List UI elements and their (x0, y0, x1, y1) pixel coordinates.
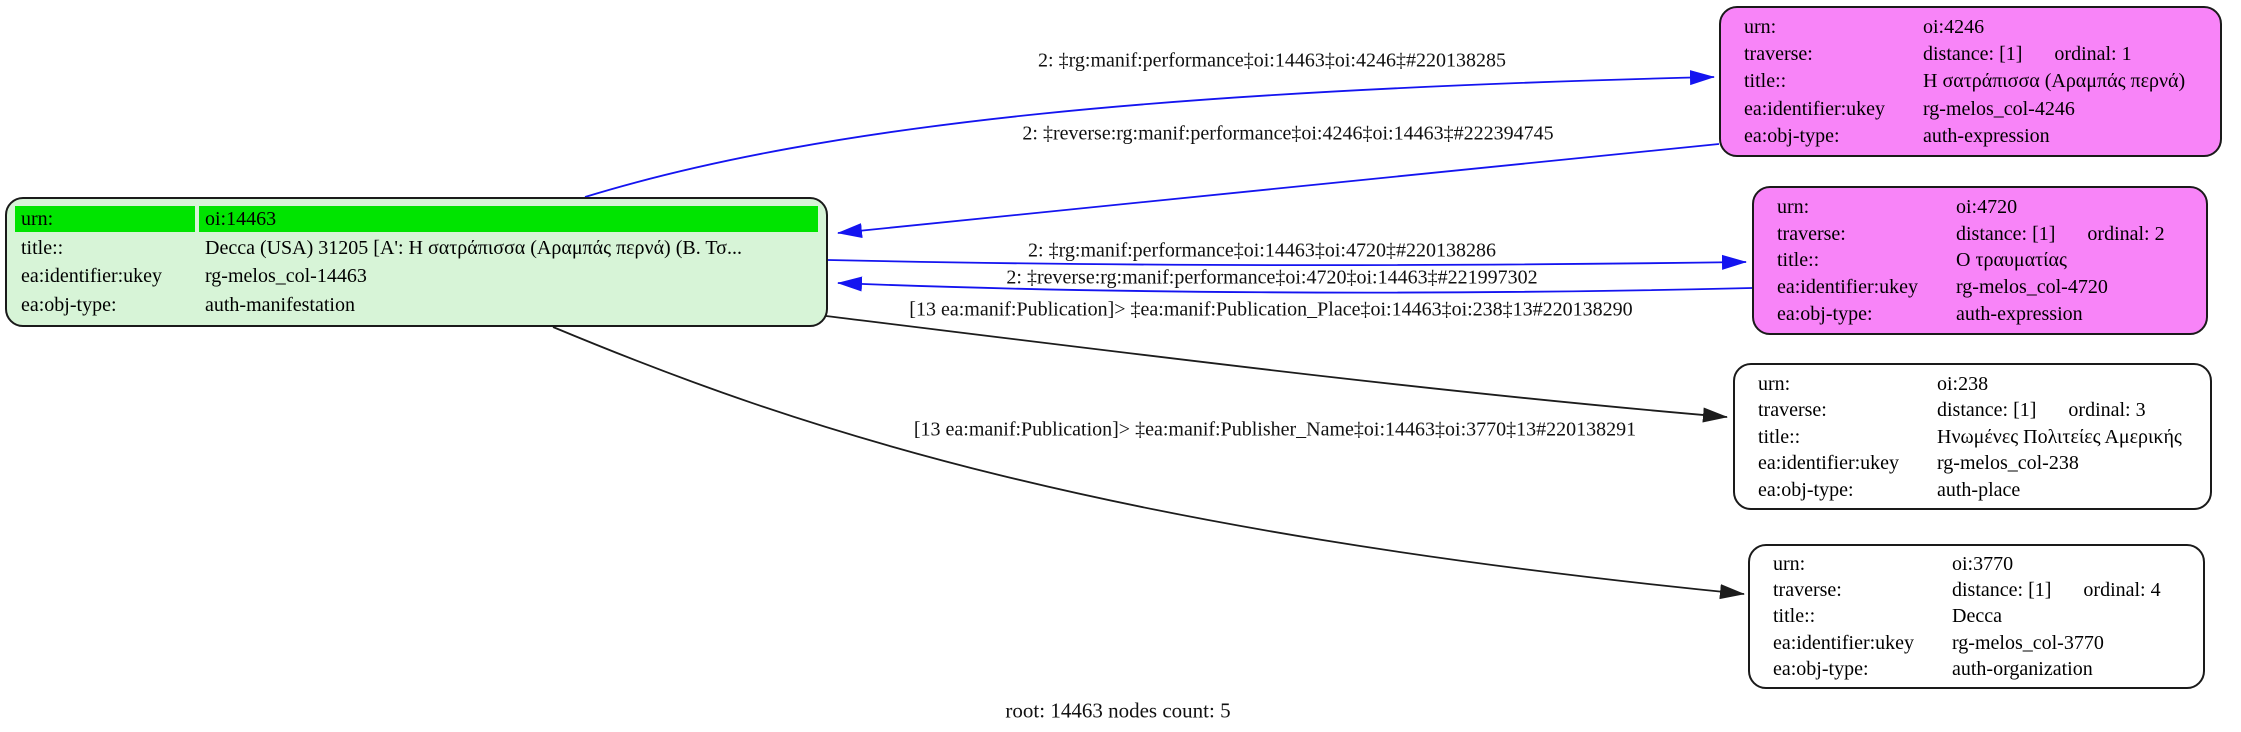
field-value: Ο τραυματίας (1956, 249, 2067, 272)
field-value: oi:14463 (199, 206, 818, 233)
graph-node-oi-238[interactable]: urn: oi:238 traverse: distance: [1]ordinal:… (1733, 363, 2212, 510)
node-field-row: urn: oi:4720 (1771, 194, 2189, 220)
field-label: ea:identifier:ukey (21, 265, 163, 288)
node-field-row: ea:obj-type: auth-organization (1767, 656, 2186, 682)
field-label: traverse: (1758, 399, 1827, 421)
field-label: ea:identifier:ukey (1773, 631, 1915, 654)
node-field-row: title::Ηνωμένες Πολιτείες Αμερικής (1752, 424, 2193, 450)
node-field-row: ea:obj-type: auth-expression (1771, 301, 2189, 327)
field-label: urn: (1744, 16, 1777, 39)
node-field-row: title::Η σατράπισσα (Αραμπάς περνά) (1738, 68, 2203, 94)
graph-node-oi-3770[interactable]: urn: oi:3770 traverse: distance: [1]ordinal… (1748, 544, 2205, 689)
field-value: distance: [1]ordinal: 1 (1923, 43, 2132, 66)
field-label: ea:identifier:ukey (1744, 97, 1886, 120)
edge-label-performance-4720: 2: ‡rg:manif:performance‡oi:14463‡oi:472… (1028, 239, 1496, 262)
edge-label-reverse-performance-4720: 2: ‡reverse:rg:manif:performance‡oi:4720… (1006, 266, 1538, 289)
field-label: urn: (1777, 195, 1810, 218)
node-field-row: ea:identifier:ukey rg-melos_col-3770 (1767, 630, 2186, 656)
field-value-secondary: ordinal: 1 (2054, 43, 2132, 66)
edge-label-reverse-performance-4246: 2: ‡reverse:rg:manif:performance‡oi:4246… (1022, 122, 1554, 145)
field-value: rg-melos_col-4246 (1923, 97, 2075, 120)
field-value: oi:238 (1937, 372, 1989, 395)
field-label: urn: (1758, 372, 1791, 395)
node-field-row: ea:identifier:ukey rg-melos_col-4720 (1771, 274, 2189, 300)
node-field-row: traverse: distance: [1]ordinal: 1 (1738, 41, 2203, 67)
field-value: rg-melos_col-238 (1937, 452, 2079, 474)
field-value: Ηνωμένες Πολιτείες Αμερικής (1937, 425, 2182, 448)
field-value: Η σατράπισσα (Αραμπάς περνά) (1923, 70, 2186, 93)
node-field-row: urn:oi:14463 (15, 206, 818, 233)
field-label: ea:obj-type: (1744, 124, 1840, 147)
edge-label-publication-place-238: [13 ea:manif:Publication]> ‡ea:manif:Pub… (909, 298, 1633, 321)
node-field-row: ea:obj-type: auth-expression (1738, 123, 2203, 149)
field-value: auth-expression (1956, 303, 2083, 326)
field-value-secondary: ordinal: 2 (2087, 222, 2165, 245)
node-field-row: traverse: distance: [1]ordinal: 3 (1752, 397, 2193, 423)
field-value: distance: [1]ordinal: 4 (1952, 579, 2161, 602)
field-value: oi:4720 (1956, 195, 2018, 218)
field-label: title:: (1773, 605, 1816, 628)
field-value: oi:4246 (1923, 16, 1985, 39)
field-value: oi:3770 (1952, 553, 2014, 576)
node-field-row: ea:identifier:ukey rg-melos_col-14463 (15, 263, 818, 289)
field-value: rg-melos_col-14463 (205, 265, 367, 288)
field-label: title:: (1758, 425, 1801, 448)
field-label: ea:identifier:ukey (1777, 276, 1919, 299)
field-value: Decca (1952, 605, 2002, 628)
field-value: rg-melos_col-3770 (1952, 631, 2104, 654)
node-field-row: urn: oi:4246 (1738, 14, 2203, 40)
node-field-row: traverse: distance: [1]ordinal: 4 (1767, 577, 2186, 603)
node-field-row: urn: oi:3770 (1767, 551, 2186, 577)
graph-caption: root: 14463 nodes count: 5 (1005, 698, 1231, 723)
field-value: distance: [1]ordinal: 2 (1956, 222, 2165, 245)
field-label: ea:obj-type: (1777, 303, 1873, 326)
field-value: distance: [1]ordinal: 3 (1937, 399, 2146, 421)
field-label: ea:identifier:ukey (1758, 452, 1900, 474)
node-field-row: title::Decca (1767, 603, 2186, 629)
field-label: ea:obj-type: (21, 293, 117, 316)
field-label: traverse: (1777, 222, 1846, 245)
node-field-row: ea:obj-type: auth-place (1752, 477, 2193, 503)
node-field-row: ea:identifier:ukey rg-melos_col-238 (1752, 450, 2193, 476)
edge-publication-place-238 (825, 315, 1728, 423)
edge-publisher-name-3770 (552, 326, 1745, 600)
field-label: ea:obj-type: (1758, 478, 1854, 501)
graph-node-oi-4246[interactable]: urn: oi:4246 traverse: distance: [1]ordinal… (1719, 6, 2222, 157)
field-label: urn: (1773, 553, 1806, 576)
field-value: auth-expression (1923, 124, 2050, 147)
field-label: title:: (1777, 249, 1820, 272)
field-label: traverse: (1744, 43, 1813, 66)
field-value: auth-place (1937, 478, 2021, 501)
field-label: title:: (21, 236, 64, 259)
node-field-row: traverse: distance: [1]ordinal: 2 (1771, 221, 2189, 247)
edge-reverse-performance-4246 (837, 143, 1720, 239)
node-field-row: ea:obj-type: auth-manifestation (15, 292, 818, 318)
field-label: traverse: (1773, 579, 1842, 602)
edge-label-performance-4246: 2: ‡rg:manif:performance‡oi:14463‡oi:424… (1038, 49, 1506, 72)
field-value: rg-melos_col-4720 (1956, 276, 2108, 299)
field-label: title:: (1744, 70, 1787, 93)
edge-label-publisher-name-3770: [13 ea:manif:Publication]> ‡ea:manif:Pub… (913, 418, 1637, 441)
field-label: urn: (15, 206, 195, 233)
node-field-row: ea:identifier:ukey rg-melos_col-4246 (1738, 96, 2203, 122)
field-value: auth-manifestation (205, 293, 355, 316)
field-value: auth-organization (1952, 657, 2093, 680)
graph-node-oi-4720[interactable]: urn: oi:4720 traverse: distance: [1]ordinal… (1752, 186, 2208, 335)
node-field-row: title::Decca (USA) 31205 [Α': Η σατράπισ… (15, 235, 818, 261)
field-value-secondary: ordinal: 4 (2083, 579, 2161, 602)
field-value-secondary: ordinal: 3 (2068, 399, 2146, 421)
field-label: ea:obj-type: (1773, 657, 1869, 680)
field-value: Decca (USA) 31205 [Α': Η σατράπισσα (Αρα… (205, 236, 742, 259)
node-field-row: urn: oi:238 (1752, 371, 2193, 397)
node-field-row: title::Ο τραυματίας (1771, 247, 2189, 273)
